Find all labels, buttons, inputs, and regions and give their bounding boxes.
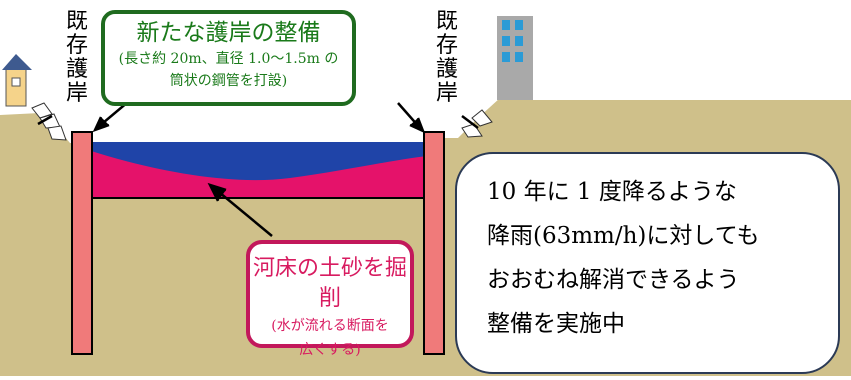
building-icon [497, 16, 533, 100]
callout-line: 10 年に 1 度降るような [487, 179, 737, 205]
excavation-box: 河床の土砂を掘削 (水が流れる断面を 広くする) [246, 240, 414, 358]
label-char: 既 [65, 9, 88, 34]
house-icon [2, 54, 32, 107]
new-revetment-box: 新たな護岸の整備 (長さ約 20m、直径 1.0〜1.5m の 筒状の鋼管を打設… [101, 10, 356, 106]
callout-line: 降雨(63mm/h)に対しても [487, 223, 760, 249]
label-char: 護 [435, 57, 458, 82]
excavation-detail-1: (水が流れる断面を [271, 318, 389, 334]
label-char: 存 [65, 33, 88, 58]
excavation-detail-2: 広くする) [299, 342, 361, 358]
callout-line: おおむね解消できるよう [487, 267, 740, 293]
right-steel-pile [423, 131, 445, 355]
left-existing-revetment [31, 102, 67, 141]
label-char: 岸 [65, 81, 88, 106]
channel-top-band [88, 134, 438, 142]
label-char: 岸 [435, 81, 458, 106]
label-char: 護 [65, 57, 88, 82]
existing-revetment-label-right: 既 存 護 岸 [432, 10, 462, 106]
arrows [37, 101, 479, 237]
new-revetment-detail-2: 筒状の鋼管を打設) [169, 73, 288, 89]
note-callout: 10 年に 1 度降るような 降雨(63mm/h)に対しても おおむね解消できる… [455, 152, 840, 374]
new-revetment-title: 新たな護岸の整備 [136, 20, 321, 46]
label-char: 存 [435, 33, 458, 58]
left-steel-pile [71, 131, 93, 355]
new-revetment-detail-1: (長さ約 20m、直径 1.0〜1.5m の [118, 51, 339, 67]
label-char: 既 [435, 9, 458, 34]
right-existing-revetment [461, 109, 493, 138]
sediment-area [88, 150, 438, 198]
excavation-title: 河床の土砂を掘削 [252, 256, 407, 311]
ground-left [0, 113, 88, 376]
existing-revetment-label-left: 既 存 護 岸 [62, 10, 92, 106]
callout-line: 整備を実施中 [487, 311, 625, 337]
